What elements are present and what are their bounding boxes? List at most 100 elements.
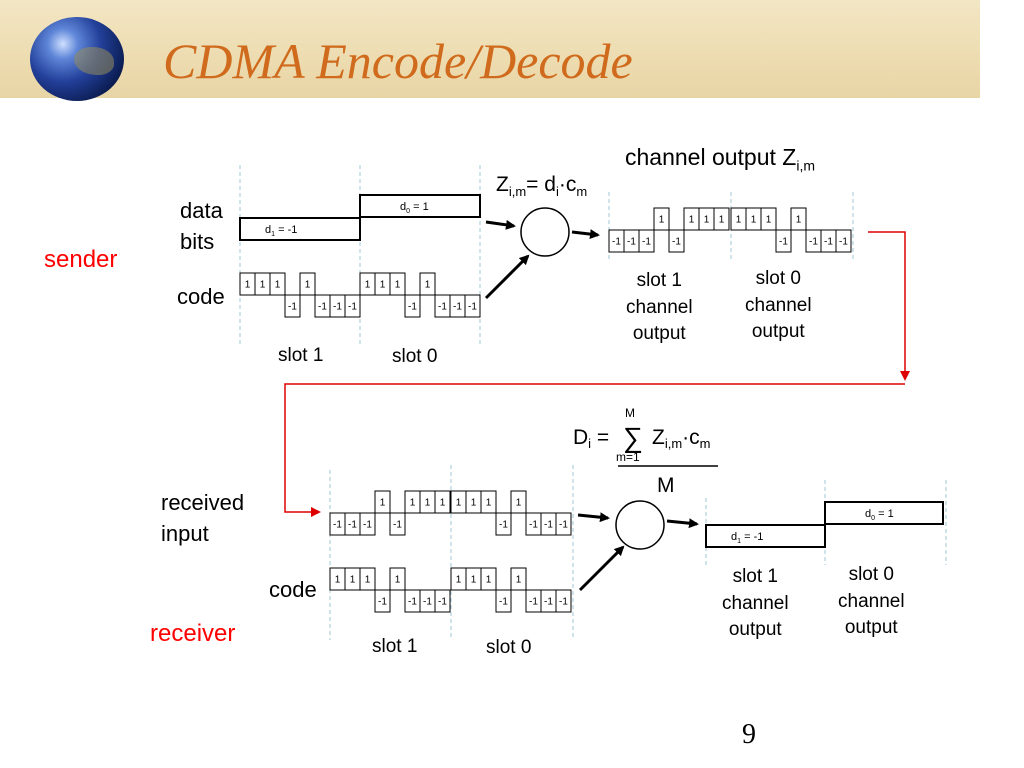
data-bits-label-line1: data [180,198,223,223]
channel-output-chip [790,207,807,231]
received-input-chip [389,512,406,536]
channel-output-chip-label: -1 [779,237,788,248]
received-input-chip-label: 1 [471,498,477,509]
receiver-d1-box [705,524,826,548]
decode-sigma: ∑ [623,422,643,453]
channel-output-chip [713,207,730,231]
channel-output-chip [653,207,670,231]
sender-label: sender [44,246,118,273]
receiver-code-chip [480,567,497,591]
receiver-code-chip-label: -1 [544,597,553,608]
sender-code-chip-label: -1 [453,302,462,313]
channel-output-chip-label: 1 [796,215,802,226]
receiver-code-chip-label: -1 [378,597,387,608]
received-input-chip-label: 1 [425,498,431,509]
received-input-chip-label: 1 [486,498,492,509]
receiver-slot0-label: slot 0 [486,637,532,658]
sender-code-chip-label: -1 [348,302,357,313]
receiver-code-chip [495,589,512,613]
sender-d0-box [359,194,481,218]
received-input-chip-label: 1 [456,498,462,509]
encoder-multiplier [520,207,570,257]
received-input-chip-label: -1 [544,520,553,531]
receiver-code-chip-label: 1 [335,575,341,586]
channel-output-chip [638,229,655,253]
sender-code-chip [389,272,406,296]
receiver-d0-text: d0 = 1 [865,508,894,522]
channel-output-chip [835,229,852,253]
receiver-code-chip-label: -1 [438,597,447,608]
sender-slot1-label: slot 1 [278,345,324,366]
channel-output-chip-label: 1 [719,215,725,226]
sender-code-chip-label: 1 [365,280,371,291]
receiver-code-chip-label: -1 [423,597,432,608]
data-bits-label-line2: bits [180,229,215,254]
sender-code-chip-label: 1 [275,280,281,291]
received-input-chip-label: 1 [380,498,386,509]
encode-formula: Zi,m= di·cm [496,173,588,200]
sender-code-chip-label: -1 [333,302,342,313]
channel-output-chip-label: 1 [704,215,710,226]
received-input-chip-label: 1 [410,498,416,509]
sender-code-chip [404,294,421,318]
receiver-code-chip-label: -1 [529,597,538,608]
received-input-chip-label: -1 [499,520,508,531]
sender-slot0-label: slot 0 [392,346,438,367]
decode-formula-term: Zi,m·cm [652,426,711,451]
sender-code-label: code [177,284,225,309]
globe-logo [30,17,124,101]
received-input-chip [495,512,512,536]
channel-output-chip-label: 1 [766,215,772,226]
sender-code-chip [419,272,436,296]
channel-output-chip-label: 1 [689,215,695,226]
channel-output-chip-label: -1 [627,237,636,248]
sender-d1-text: d1 = -1 [265,224,297,238]
sender-d0-text: d0 = 1 [400,201,429,215]
channel-output-chip [775,229,792,253]
page-number: 9 [742,719,756,750]
decode-denominator: M [657,474,675,497]
channel-output-chip-label: -1 [839,237,848,248]
sender-code-chip-label: 1 [395,280,401,291]
received-input-chip-label: -1 [529,520,538,531]
receiver-label: receiver [150,620,236,647]
sender-code-chip [269,272,286,296]
decode-formula: Di = [573,426,609,451]
receiver-d1-text: d1 = -1 [731,531,763,545]
encoder-to-channel-arrow [571,229,600,240]
channel-output-chip [760,207,777,231]
channel-output-title: channel output Zi,m [625,144,816,174]
title-banner [0,0,980,98]
receiver-code-chip-label: 1 [486,575,492,586]
sender-code-chip-label: 1 [425,280,431,291]
received-input-chip-label: 1 [516,498,522,509]
sender-code-chip-label: 1 [305,280,311,291]
received-input-chip [510,490,527,514]
receiver-code-label: code [269,577,317,602]
sender-d1-box [239,217,361,241]
receiver-code-chip [359,567,376,591]
receiver-code-chip [389,567,406,591]
received-input-chip-label: -1 [333,520,342,531]
receiver-d0-box [824,501,944,525]
receiver-code-chip-label: -1 [408,597,417,608]
receiver-code-chip-label: 1 [456,575,462,586]
received-input-chip [359,512,376,536]
receiver-code-chip-label: -1 [499,597,508,608]
channel-output-chip-label: 1 [659,215,665,226]
receiver-code-chip-label: 1 [365,575,371,586]
channel-flow-line-down [868,231,910,381]
receiver-code-chip-label: 1 [395,575,401,586]
received-input-chip [434,490,451,514]
received-input-chip-label: 1 [440,498,446,509]
